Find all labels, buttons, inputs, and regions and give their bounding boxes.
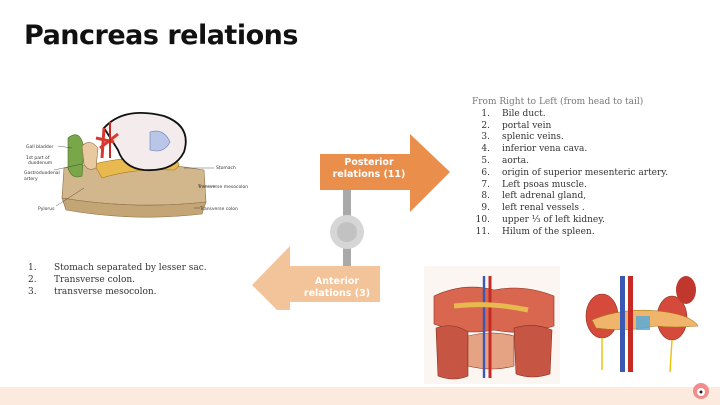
posterior-arrow bbox=[320, 134, 450, 212]
duodenum-label-line2: duodenum bbox=[28, 160, 52, 166]
list-item: 10.upper ⅓ of left kidney. bbox=[475, 214, 605, 225]
transverse-mesocolon-label: Transverse mesocolon bbox=[197, 184, 248, 190]
posterior-heading: From Right to Left (from head to tail) bbox=[472, 97, 644, 107]
footer-band bbox=[0, 387, 720, 405]
anterior-list: 1.Stomach separated by lesser sac. 2.Tra… bbox=[28, 263, 248, 298]
list-item: 2.portal vein bbox=[481, 120, 552, 131]
list-item: 1.Bile duct. bbox=[481, 108, 546, 119]
relations-arrows bbox=[252, 134, 450, 310]
list-item: 1.Stomach separated by lesser sac. bbox=[28, 263, 207, 273]
list-item: 5.aorta. bbox=[481, 155, 529, 166]
list-item: 7.Left psoas muscle. bbox=[481, 179, 587, 190]
posterior-label-line1: Posterior bbox=[344, 157, 394, 168]
corner-decoration-icon bbox=[693, 383, 709, 399]
anterior-anatomy-figure: Gall bladder 1st part of duodenum Gastro… bbox=[24, 111, 248, 218]
posterior-relations: From Right to Left (from head to tail) 1… bbox=[472, 97, 712, 239]
list-item: 2.Transverse colon. bbox=[28, 274, 136, 285]
posterior-label-line2: relations (11) bbox=[332, 169, 406, 180]
gall-bladder-label: Gall bladder bbox=[26, 144, 54, 150]
pylorus-label: Pylorus bbox=[38, 206, 55, 212]
list-item: 4.inferior vena cava. bbox=[481, 144, 588, 155]
posterior-anatomy-figure-2 bbox=[585, 276, 699, 373]
anterior-label-line1: Anterior bbox=[314, 276, 360, 287]
posterior-anatomy-figure-1 bbox=[424, 266, 560, 384]
list-item: 3.splenic veins. bbox=[481, 132, 564, 143]
list-item: 3.transverse mesocolon. bbox=[28, 286, 157, 297]
anterior-label-line2: relations (3) bbox=[303, 288, 371, 299]
slide-title: Pancreas relations bbox=[24, 20, 298, 51]
duodenum-label-line1: 1st part of bbox=[26, 155, 50, 161]
stomach-label: Stomach bbox=[216, 165, 236, 171]
gastroduodenal-label-line2: artery bbox=[24, 176, 38, 182]
list-item: 6.origin of superior mesenteric artery. bbox=[481, 167, 669, 178]
list-item: 8.left adrenal gland, bbox=[481, 191, 587, 202]
transverse-colon-label: Transverse colon bbox=[199, 206, 238, 212]
anterior-arrow bbox=[252, 246, 380, 310]
posterior-list: 1.Bile duct. 2.portal vein 3.splenic vei… bbox=[472, 109, 712, 239]
posterior-label: Posterior relations (11) bbox=[326, 157, 412, 181]
gastroduodenal-label-line1: Gastroduodenal bbox=[24, 170, 60, 176]
list-item: 9.left renal vessels . bbox=[481, 203, 585, 214]
anterior-label: Anterior relations (3) bbox=[294, 276, 380, 300]
list-item: 11.Hilum of the spleen. bbox=[475, 226, 595, 237]
